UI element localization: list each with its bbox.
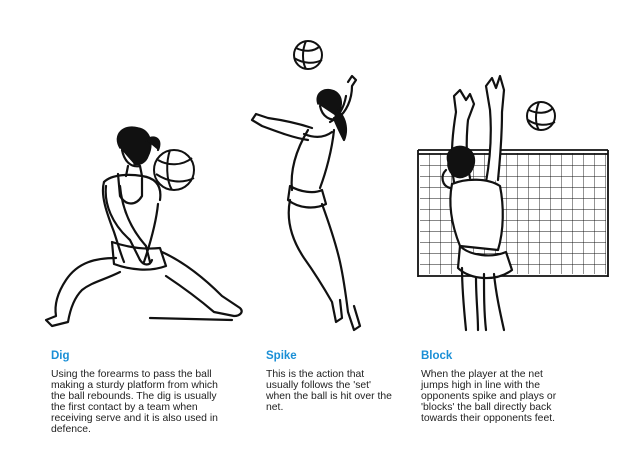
panel-title: Dig bbox=[51, 350, 70, 362]
volleyball-icon bbox=[293, 40, 323, 70]
panel-title: Spike bbox=[266, 350, 297, 362]
panel-title: Block bbox=[421, 350, 453, 362]
player-block-illustration bbox=[441, 74, 514, 332]
player-spike-illustration bbox=[250, 74, 362, 332]
volleyball-icon bbox=[526, 101, 556, 131]
panel-description: Using the forearms to pass the ball maki… bbox=[51, 369, 218, 435]
volleyball-icon bbox=[153, 149, 195, 191]
panel-description: When the player at the net jumps high in… bbox=[421, 369, 557, 424]
player-dig-illustration bbox=[44, 126, 243, 328]
panel-block: Block When the player at the net jumps h… bbox=[421, 349, 569, 424]
illustrations bbox=[44, 40, 609, 332]
panel-description: This is the action that usually follows … bbox=[266, 369, 392, 413]
panel-dig: Dig Using the forearms to pass the ball … bbox=[51, 349, 231, 435]
panel-spike: Spike This is the action that usually fo… bbox=[266, 349, 394, 413]
